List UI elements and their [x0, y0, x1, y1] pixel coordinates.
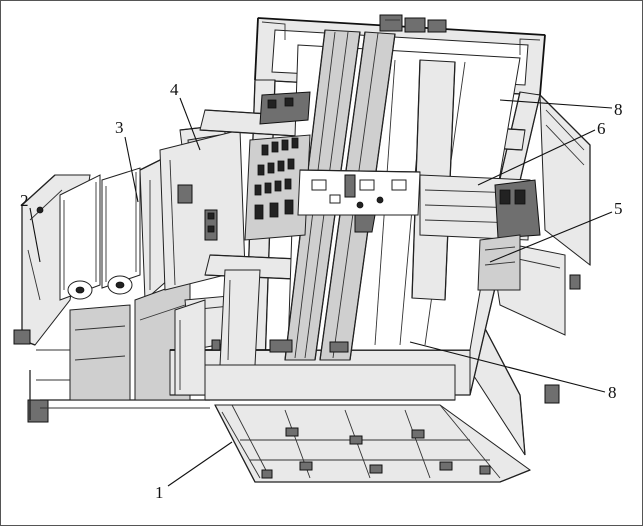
- gantry-carriage: [244, 91, 311, 241]
- label-part-5: 5: [614, 199, 623, 218]
- label-part-8-top: 8: [614, 100, 623, 119]
- cross-plate: [297, 169, 421, 233]
- label-part-8-bottom: 8: [608, 383, 617, 402]
- label-part-3: 3: [115, 118, 124, 137]
- lower-posts: [174, 269, 349, 396]
- rollers: [59, 167, 141, 401]
- label-part-2: 2: [20, 191, 29, 210]
- label-part-6: 6: [597, 119, 606, 138]
- part-labels: 2 3 4 8 6 5 8 1: [20, 80, 623, 502]
- label-part-4: 4: [170, 80, 179, 99]
- bottom-conveyor-frame: [214, 404, 532, 483]
- right-mid-assembly: [419, 174, 541, 291]
- leader-lines: [29, 97, 613, 487]
- label-part-1: 1: [155, 483, 164, 502]
